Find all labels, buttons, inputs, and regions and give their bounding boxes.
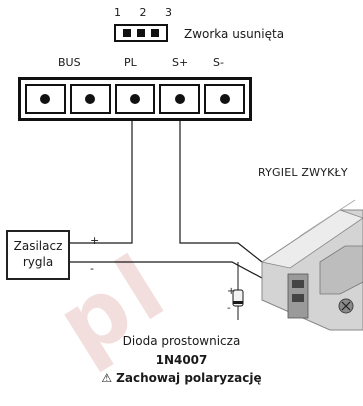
diode-plus-label: + [227, 286, 236, 297]
screw-icon [40, 94, 51, 104]
jumper-pin-2 [137, 29, 145, 37]
screw-icon [174, 94, 185, 104]
jumper-pin-1-number: 1 [114, 6, 121, 19]
supply-plus-label: + [90, 234, 100, 247]
supply-minus-label: - [90, 262, 94, 275]
jumper-label: Zworka usunięta [184, 27, 285, 41]
warning-icon: ⚠ [101, 371, 113, 385]
screw-icon [219, 94, 230, 104]
terminal-block [18, 77, 252, 121]
terminal-label-s-plus: S+ [172, 56, 189, 69]
jumper-pin-2-number: 2 [139, 6, 147, 19]
lock-title: RYGIEL ZWYKŁY [258, 166, 348, 179]
jumper-pin-numbers: 1 2 3 [114, 6, 172, 19]
diode-minus-label: - [227, 303, 231, 314]
terminal-label-pl: PL [124, 56, 137, 69]
wire-s-plus-to-lock [179, 121, 263, 263]
terminal-cell-s-minus [204, 84, 245, 114]
jumper-pin-3 [151, 29, 159, 37]
diode-caption: Dioda prostownicza [122, 334, 241, 348]
wire-pl-to-supply-plus [70, 121, 133, 244]
terminal-cell-s-plus [159, 84, 201, 114]
supply-box: Zasilacz rygla [6, 230, 70, 280]
supply-label-line1: Zasilacz [13, 239, 63, 254]
jumper-pin-1 [123, 29, 131, 37]
terminal-cell-pl [114, 84, 156, 114]
terminal-label-s-minus: S- [213, 56, 224, 69]
screw-icon [129, 94, 140, 104]
diode-part-number: 1N4007 [155, 353, 208, 367]
polarity-warning-text: Zachowaj polaryzację [116, 371, 262, 385]
lock-body-icon [260, 199, 363, 331]
wire-supply-minus-to-lock [70, 261, 263, 279]
diode-icon [232, 289, 244, 307]
jumper-pin-3-number: 3 [165, 6, 172, 19]
terminal-cell [25, 84, 66, 114]
jumper-block [114, 24, 168, 42]
supply-label-line2: rygla [22, 255, 54, 269]
polarity-warning: ⚠Zachowaj polaryzację [0, 371, 363, 385]
screw-icon [85, 94, 96, 104]
terminal-cell-bus [69, 84, 111, 114]
terminal-label-bus: BUS [58, 56, 81, 69]
